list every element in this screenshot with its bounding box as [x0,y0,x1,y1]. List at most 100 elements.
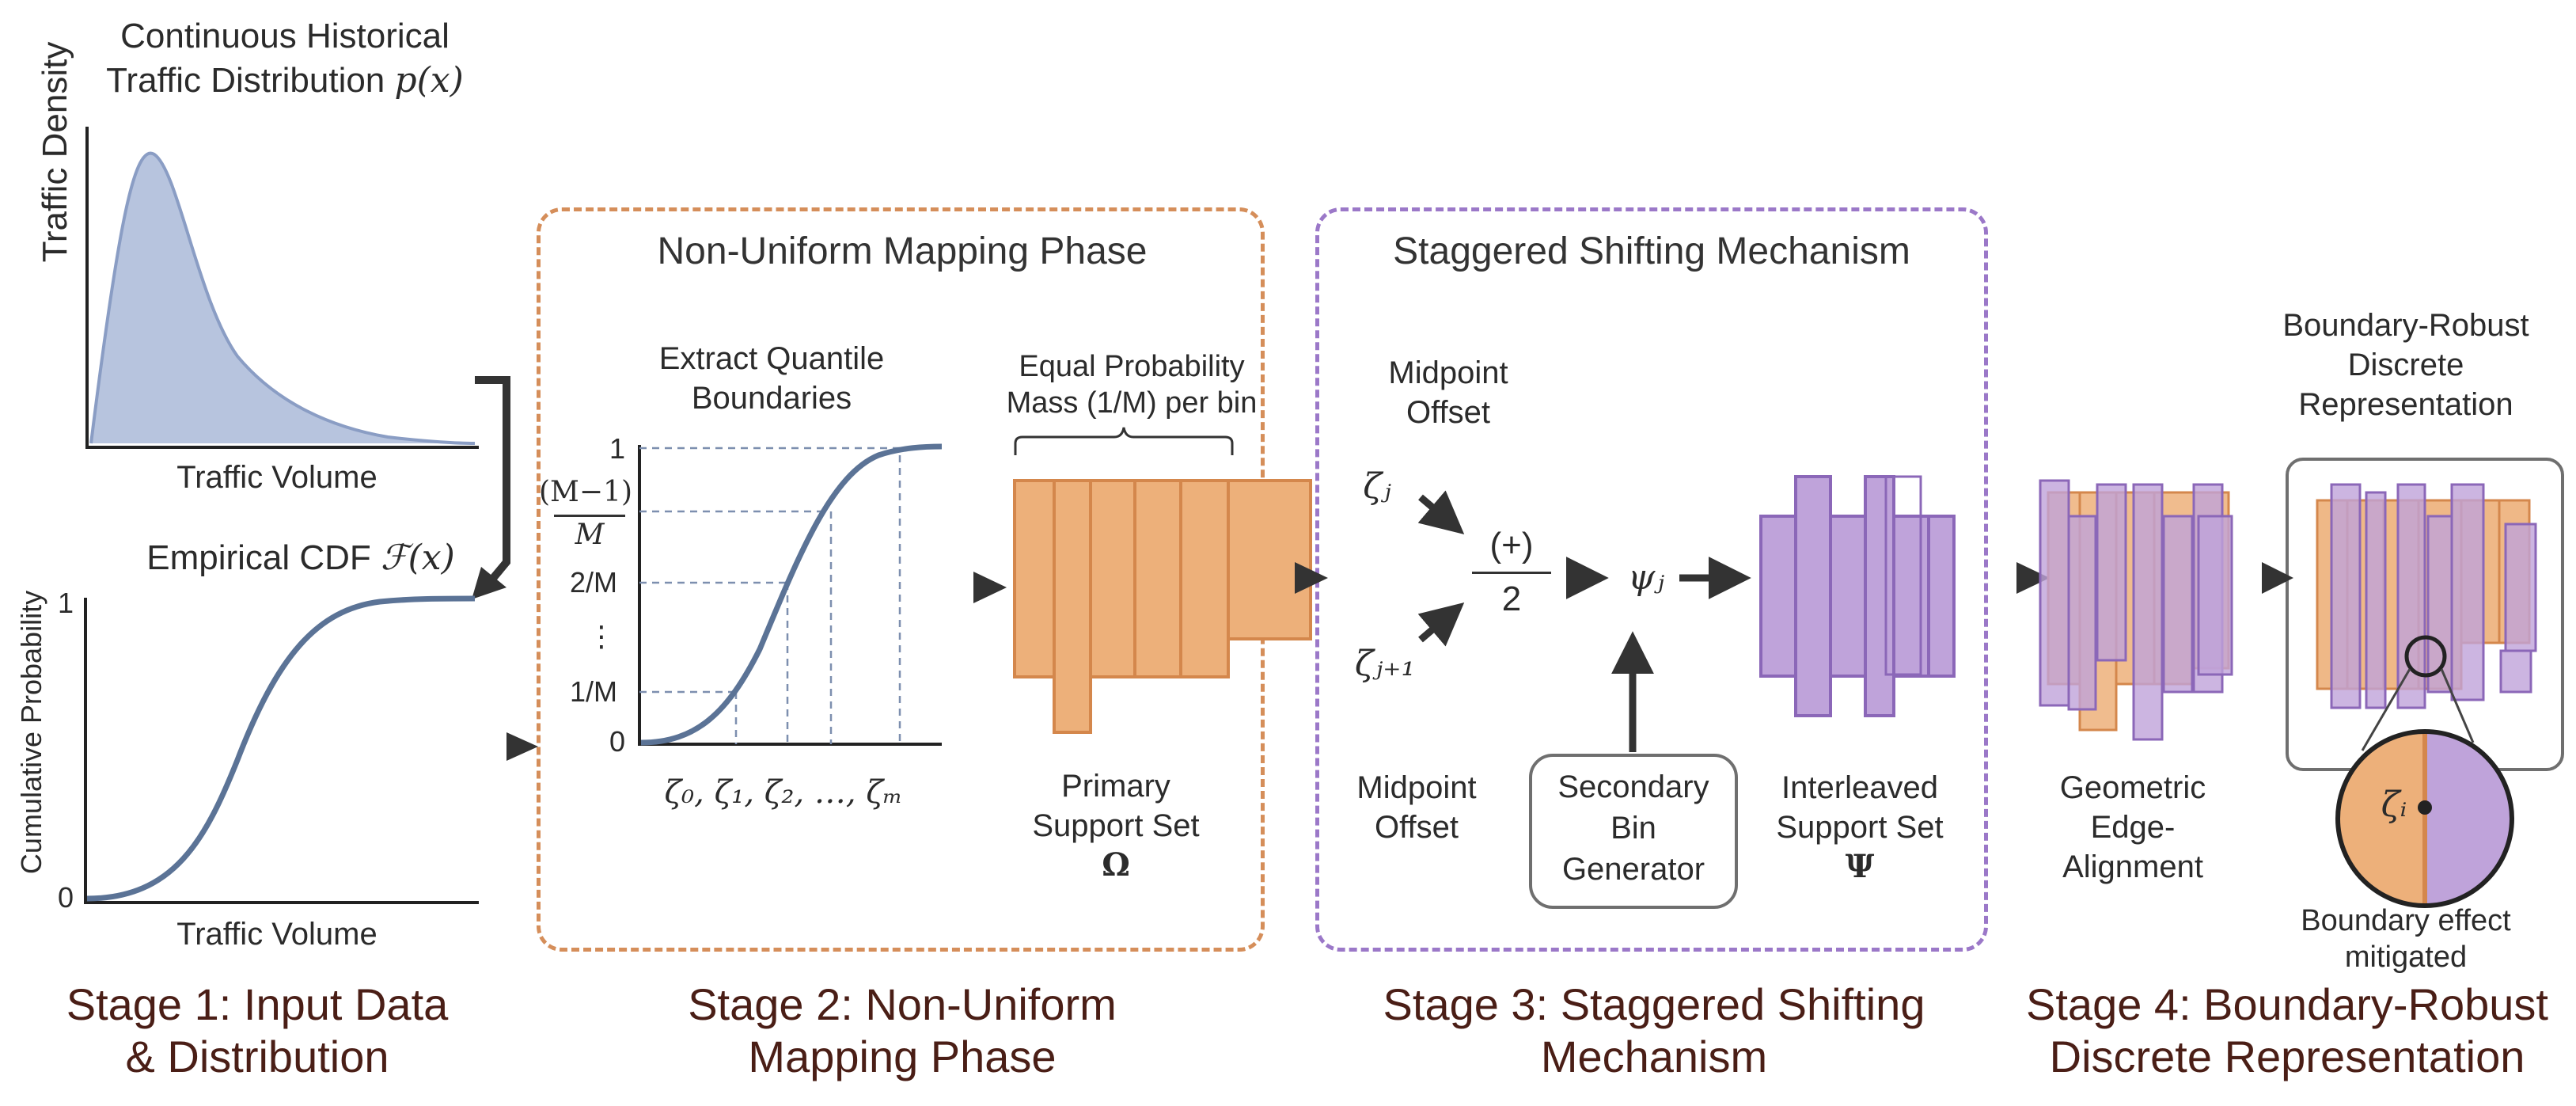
geometric-line3: Alignment [2062,849,2203,884]
geometric-line1: Geometric [2059,770,2206,805]
robust-line1: Boundary-Robust [2282,308,2529,343]
robust-purple-bin [2504,523,2537,652]
robust-purple-bin [2450,483,2485,701]
magnifier-purple-half [2425,732,2512,906]
magnifier-small-circle [2404,635,2447,678]
zeta-j1: ζⱼ₊₁ [1354,644,1416,684]
equal-prob-label: Equal Probability Mass (1/M) per bin [989,348,1274,421]
interleaved-support-label: Interleaved Support Set Ψ [1741,768,1978,887]
primary-support-bins [1013,479,1312,734]
density-title-line1: Continuous Historical [120,17,450,55]
interleaved-support-bins [1759,475,1956,717]
quantile-curve [640,443,943,746]
aligned-purple-bin [2162,515,2194,694]
cdf-tick-bottom: 0 [57,881,74,914]
ytick-2m: 2/M [569,566,617,599]
equal-prob-line1: Equal Probability [1019,350,1245,383]
stage3-caption-line1: Stage 3: Staggered Shifting [1383,979,1925,1029]
arrow-stage3-to-stage4 [1985,562,2050,594]
quantile-title: Extract Quantile Boundaries [594,339,950,418]
stage3-caption: Stage 3: Staggered Shifting Mechanism [1345,979,1963,1083]
midpoint-bottom-line2: Offset [1375,810,1459,845]
aligned-purple-bin [2197,515,2233,676]
midpoint-top-line2: Offset [1406,395,1490,430]
stage3-panel-title: Staggered Shifting Mechanism [1393,230,1910,272]
interleaved-symbol: Ψ [1845,848,1875,885]
primary-bin [1179,479,1230,678]
ytick-m1-num: (M−1) [538,476,633,508]
stage4-caption-line1: Stage 4: Boundary-Robust [2026,979,2548,1029]
arrow-zeta-j1 [1417,602,1465,647]
midpoint-top-label: Midpoint Offset [1337,353,1559,432]
geometric-line2: Edge- [2090,810,2176,845]
density-to-cdf-arrow [472,376,510,599]
ytick-m1-bar [554,515,625,517]
robust-bins [2316,483,2537,709]
fraction-bar [1472,572,1551,574]
robust-purple-bin [2426,515,2453,694]
arrow-stage1-to-stage2 [475,732,538,761]
secondary-line1: Secondary [1557,770,1709,804]
ytick-1m: 1/M [569,675,617,708]
zeta-i: ζᵢ [2381,785,2407,825]
interleaved-bin [1864,475,1895,717]
stage4-caption: Stage 4: Boundary-Robust Discrete Repres… [2010,979,2564,1083]
robust-purple-bin [2365,491,2387,709]
midpoint-bottom-line1: Midpoint [1356,770,1477,805]
cdf-plot [84,595,479,904]
density-curve [89,151,476,445]
stage1-caption-line2: & Distribution [125,1032,389,1081]
stage2-caption: Stage 2: Non-Uniform Mapping Phase [617,979,1187,1083]
zeta-j: ζⱼ [1363,466,1391,507]
boundary-line1: Boundary effect [2301,904,2511,937]
aligned-purple-bin [2067,515,2097,711]
density-xlabel: Traffic Volume [176,460,377,495]
equal-prob-brace [1014,427,1234,455]
interleaved-bin [1927,515,1956,678]
boundary-line2: mitigated [2344,941,2468,974]
stage3-caption-line2: Mechanism [1540,1032,1768,1081]
ytick-dots: ⋮ [587,620,616,652]
quantile-xticks: ζ₀, ζ₁, ζ₂, …, ζₘ [664,774,903,811]
aligned-purple-bin [2096,483,2127,662]
interleaved-bin [1892,515,1930,678]
magnifier-orange-half [2338,732,2425,906]
secondary-line3: Generator [1561,852,1705,887]
magnifier-line-right [2440,668,2475,743]
quantile-chart [638,443,943,746]
boundary-point [2418,800,2432,815]
ytick-0: 0 [609,725,626,758]
secondary-bin-generator-box [1529,754,1738,909]
stage1-caption-line1: Stage 1: Input Data [66,979,449,1029]
primary-line1: Primary [1061,769,1170,804]
cdf-tick-top: 1 [57,587,74,619]
robust-line2: Discrete [2347,348,2464,382]
cdf-curve [86,595,476,902]
quantile-title-line2: Boundaries [691,381,852,416]
interleaved-line2: Support Set [1776,810,1944,845]
arrow-quantile-to-bins [942,572,1007,603]
edge-alignment-bins [2039,479,2233,741]
ytick-1: 1 [609,432,626,465]
density-title: Continuous Historical Traffic Distributi… [63,14,506,103]
density-math: p(x) [394,60,464,101]
boundary-effect-label: Boundary effect mitigated [2248,903,2564,975]
magnifier-large-circle [2335,729,2514,908]
primary-line2: Support Set [1032,808,1200,843]
magnifier-line-left [2361,668,2411,751]
stage2-panel-title: Non-Uniform Mapping Phase [657,230,1148,272]
secondary-line2: Bin [1610,811,1656,846]
primary-bin [1013,479,1056,678]
density-title-line2: Traffic Distribution [106,61,385,100]
geometric-alignment-label: Geometric Edge- Alignment [2010,768,2255,887]
primary-bin [1227,479,1312,640]
primary-bin [1053,479,1092,734]
interleaved-line1: Interleaved [1781,770,1938,805]
quantile-title-line1: Extract Quantile [658,341,885,376]
stage2-caption-line1: Stage 2: Non-Uniform [688,979,1117,1029]
arrow-zeta-j [1417,490,1465,534]
robust-purple-bin [2330,483,2362,709]
primary-symbol: Ω [1102,846,1130,884]
midpoint-bottom-label: Midpoint Offset [1314,768,1519,847]
